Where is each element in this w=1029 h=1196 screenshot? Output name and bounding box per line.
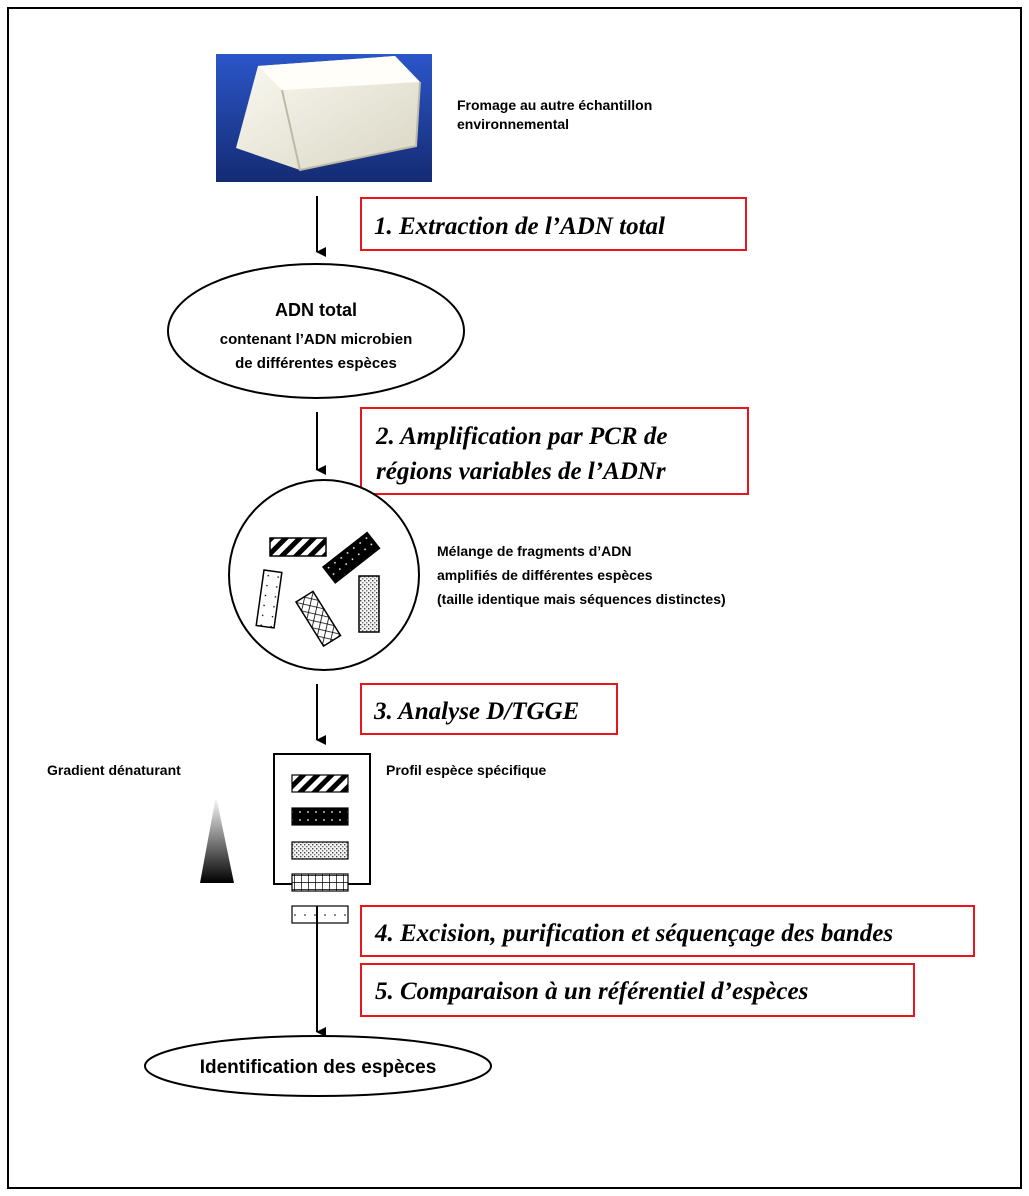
fragment-mixture xyxy=(228,479,420,671)
identification-node xyxy=(144,1035,492,1097)
step-2-box xyxy=(360,407,749,495)
fragment-diagonal xyxy=(269,537,327,557)
step-5-label: 5. Comparaison à un référentiel d’espèce… xyxy=(375,978,808,1005)
gel-band-black-dots xyxy=(291,807,349,826)
gradient-label: Gradient dénaturant xyxy=(47,762,181,778)
profile-label: Profil espèce spécifique xyxy=(386,762,546,778)
gel-band-white-dots xyxy=(291,905,349,924)
dna-total-title: ADN total xyxy=(275,300,357,320)
outer-frame xyxy=(7,7,1022,1189)
step-2-label-line1: 2. Amplification par PCR de xyxy=(375,423,667,450)
dna-total-line2: contenant l’ADN microbien xyxy=(220,331,413,348)
gel-band-diagonal xyxy=(291,774,349,793)
fragments-label-line2: amplifiés de différentes espèces xyxy=(437,567,653,583)
denaturing-gradient-wedge xyxy=(200,796,234,883)
fragment-black-dots xyxy=(321,531,381,584)
step-4-box xyxy=(360,905,975,957)
step-3-box xyxy=(360,683,618,735)
sample-label-line2: environnemental xyxy=(457,116,569,132)
gel-band-grid xyxy=(291,873,349,892)
fragment-stippled xyxy=(358,575,380,633)
cheese-photo xyxy=(216,54,432,182)
fragment-white-dots xyxy=(255,569,283,629)
step-5-box xyxy=(360,963,915,1017)
identification-label: Identification des espèces xyxy=(200,1057,437,1078)
dna-total-node xyxy=(167,263,465,399)
step-3-label: 3. Analyse D/TGGE xyxy=(373,698,579,725)
dna-total-line3: de différentes espèces xyxy=(235,355,397,372)
step-1-label: 1. Extraction de l’ADN total xyxy=(374,213,665,240)
step-1-box xyxy=(360,197,747,251)
fragment-crosshatch xyxy=(294,590,342,648)
step-4-label: 4. Excision, purification et séquençage … xyxy=(374,920,893,947)
fragments-label-line1: Mélange de fragments d’ADN xyxy=(437,543,631,559)
sample-label-line1: Fromage au autre échantillon xyxy=(457,97,652,113)
fragments-label-line3: (taille identique mais séquences distinc… xyxy=(437,591,726,607)
gel-band-stippled xyxy=(291,841,349,860)
step-2-label-line2: régions variables de l’ADNr xyxy=(376,458,666,485)
